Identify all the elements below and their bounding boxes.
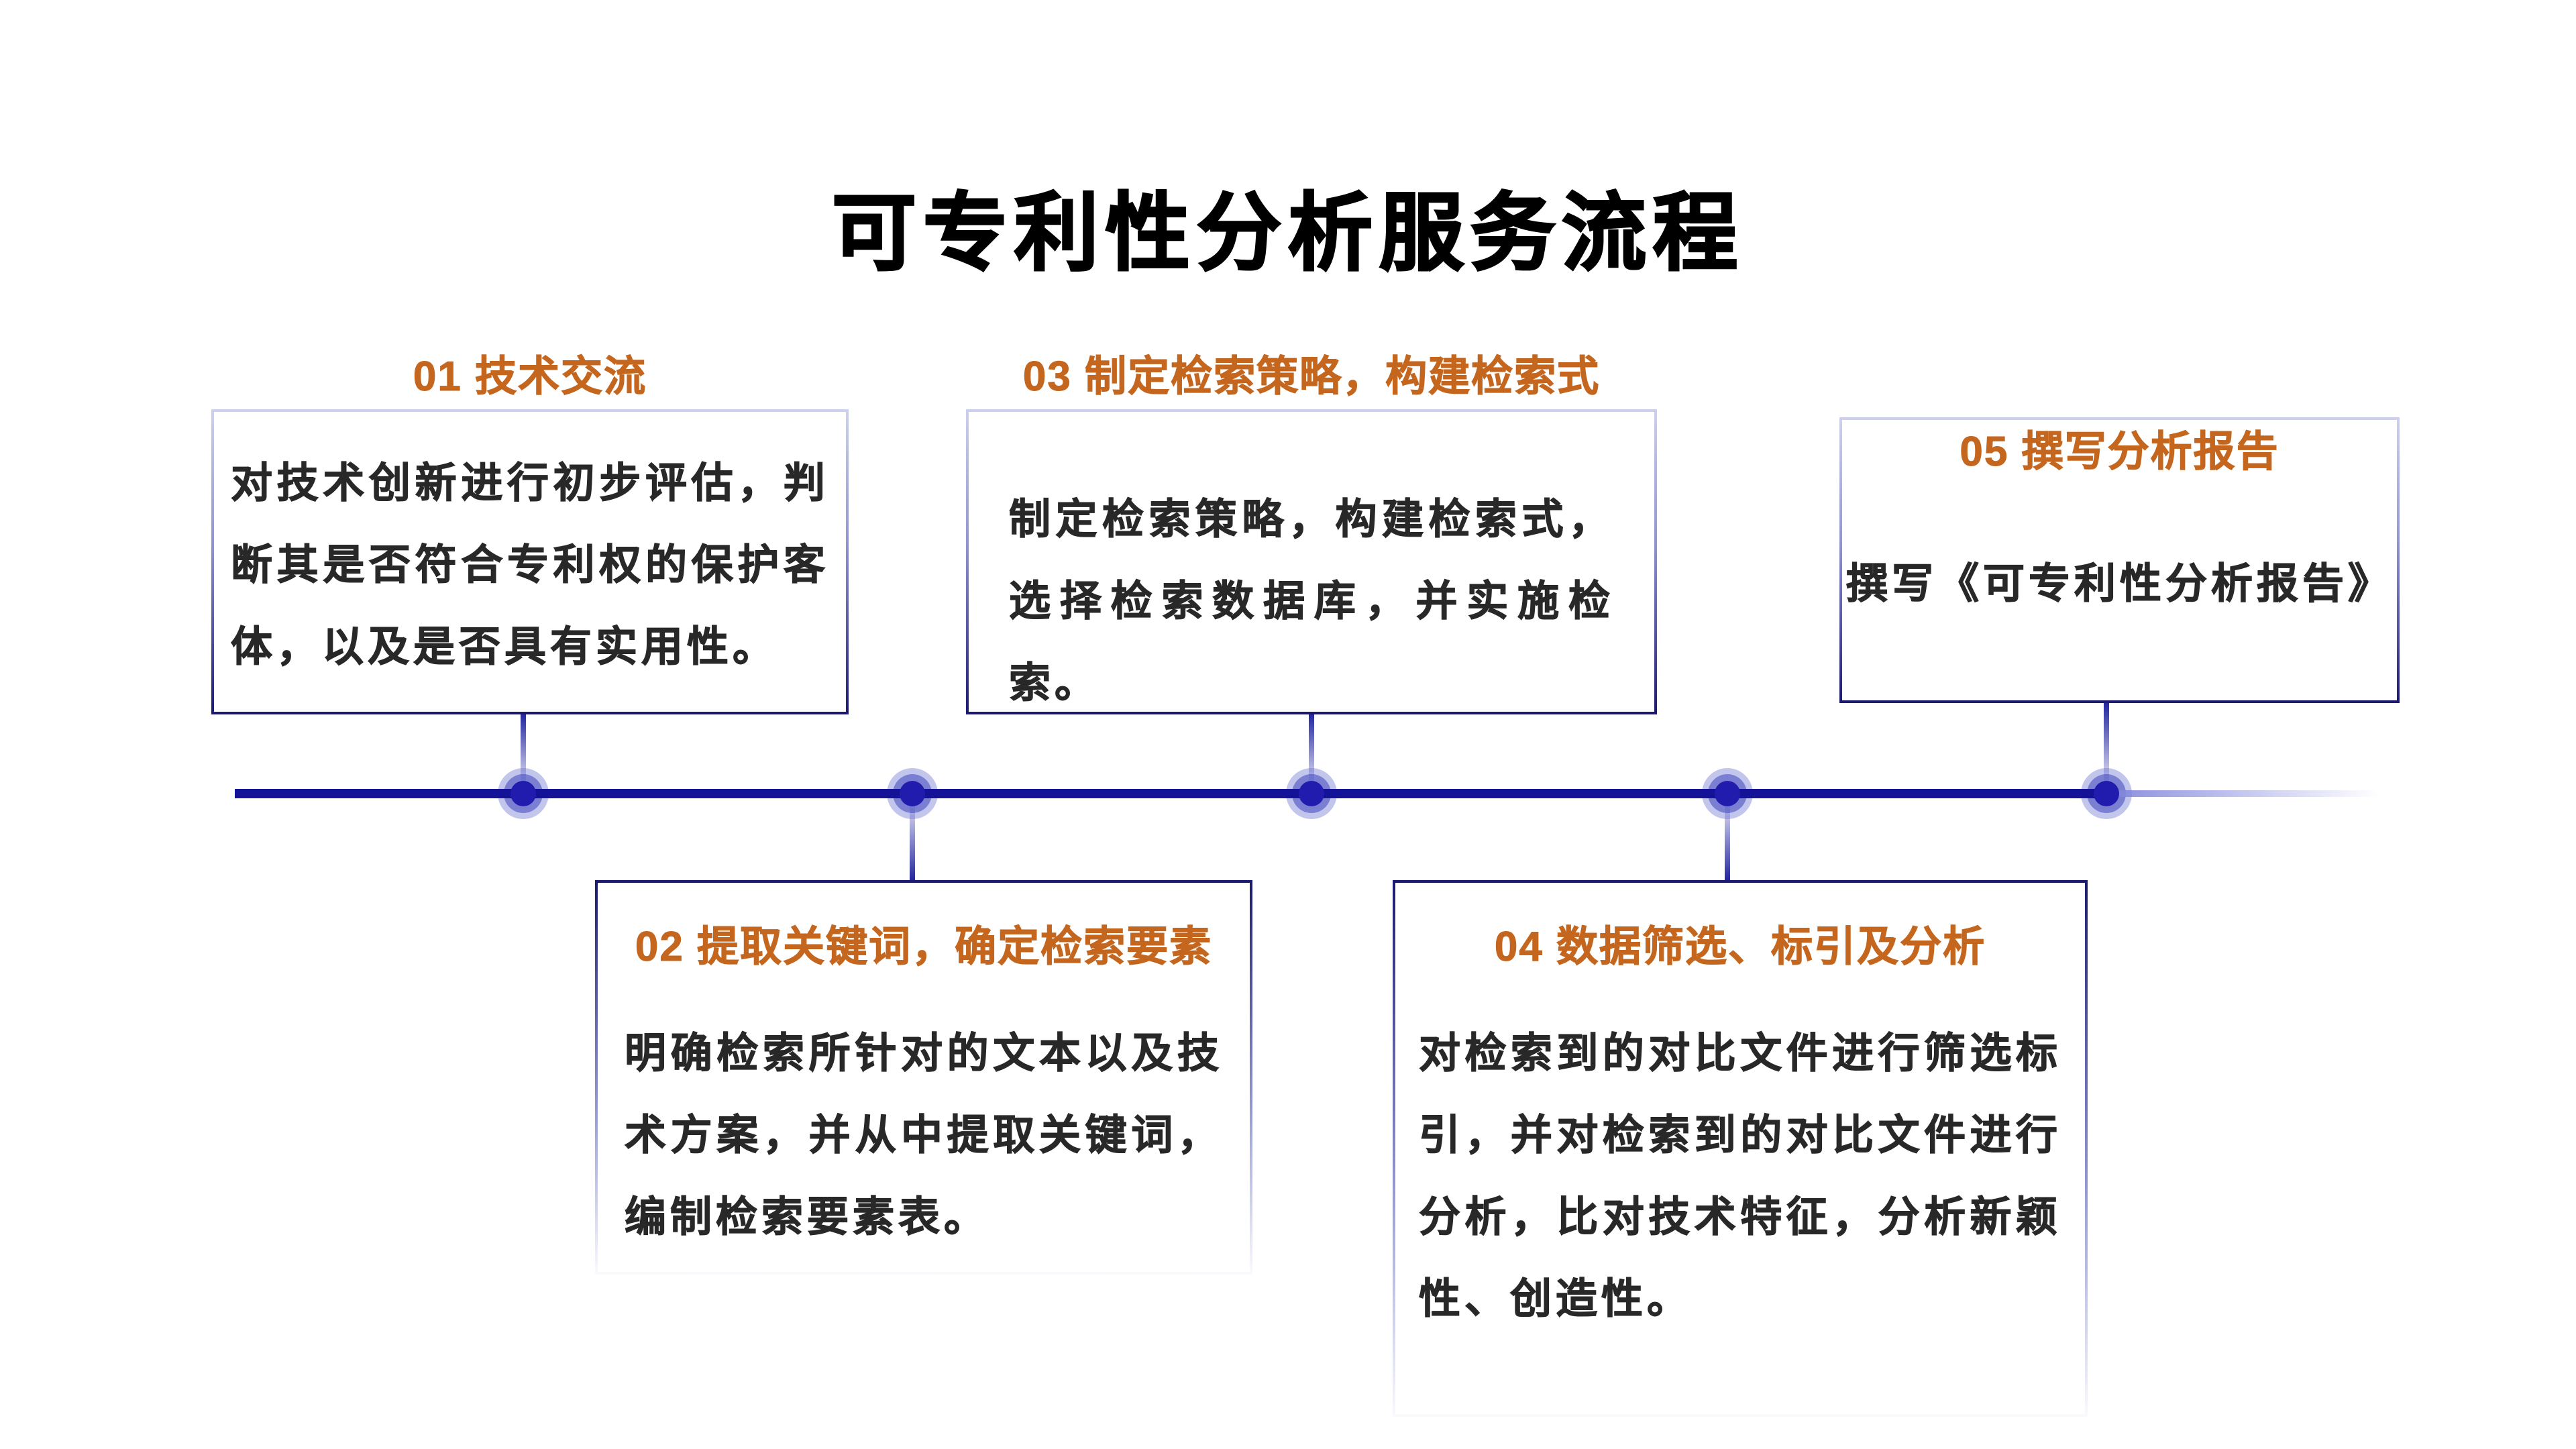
- connector-step-04: [1725, 794, 1730, 880]
- step-03-body: 制定检索策略，构建检索式，选择检索数据库，并实施检索。: [1009, 496, 1614, 707]
- connector-step-03: [1309, 714, 1314, 794]
- step-05-card-inner: 05 撰写分析报告 撰写《可专利性分析报告》: [1842, 420, 2397, 700]
- step-05-heading: 05 撰写分析报告: [1960, 429, 2279, 476]
- connector-step-02: [910, 794, 915, 880]
- timeline-fade-tail: [2106, 790, 2378, 797]
- node-core-dot: [1299, 781, 1324, 806]
- node-core-dot: [511, 781, 536, 806]
- step-02-body: 明确检索所针对的文本以及技术方案，并从中提取关键词，编制检索要素表。: [625, 1030, 1223, 1241]
- step-05-body: 撰写《可专利性分析报告》: [1846, 561, 2394, 608]
- step-02-card-inner: 02 提取关键词，确定检索要素 明确检索所针对的文本以及技术方案，并从中提取关键…: [598, 883, 1250, 1272]
- step-04-card-inner: 04 数据筛选、标引及分析 对检索到的对比文件进行筛选标引，并对检索到的对比文件…: [1395, 883, 2085, 1414]
- connector-step-01: [521, 714, 526, 794]
- page-title: 可专利性分析服务流程: [831, 185, 1744, 282]
- node-core-dot: [2094, 781, 2119, 806]
- step-02-heading: 02 提取关键词，确定检索要素: [635, 924, 1213, 971]
- node-core-dot: [1715, 781, 1740, 806]
- step-01-body: 对技术创新进行初步评估，判断其是否符合专利权的保护客体，以及是否具有实用性。: [231, 460, 829, 671]
- step-01-heading: 01 技术交流: [413, 354, 647, 400]
- step-03-card: 制定检索策略，构建检索式，选择检索数据库，并实施检索。: [966, 409, 1657, 714]
- step-04-body: 对检索到的对比文件进行筛选标引，并对检索到的对比文件进行分析，比对技术特征，分析…: [1419, 1030, 2061, 1323]
- connector-step-05: [2104, 703, 2109, 794]
- timeline-line: [235, 789, 2106, 798]
- step-01-card-inner: 对技术创新进行初步评估，判断其是否符合专利权的保护客体，以及是否具有实用性。: [214, 412, 846, 712]
- step-01-card: 对技术创新进行初步评估，判断其是否符合专利权的保护客体，以及是否具有实用性。: [211, 409, 849, 714]
- step-02-card: 02 提取关键词，确定检索要素 明确检索所针对的文本以及技术方案，并从中提取关键…: [595, 880, 1252, 1275]
- step-03-heading: 03 制定检索策略，构建检索式: [1022, 354, 1601, 400]
- step-04-card: 04 数据筛选、标引及分析 对检索到的对比文件进行筛选标引，并对检索到的对比文件…: [1393, 880, 2088, 1417]
- step-04-heading: 04 数据筛选、标引及分析: [1494, 924, 1986, 971]
- step-05-card: 05 撰写分析报告 撰写《可专利性分析报告》: [1839, 417, 2400, 703]
- node-core-dot: [900, 781, 925, 806]
- step-03-card-inner: 制定检索策略，构建检索式，选择检索数据库，并实施检索。: [969, 412, 1654, 712]
